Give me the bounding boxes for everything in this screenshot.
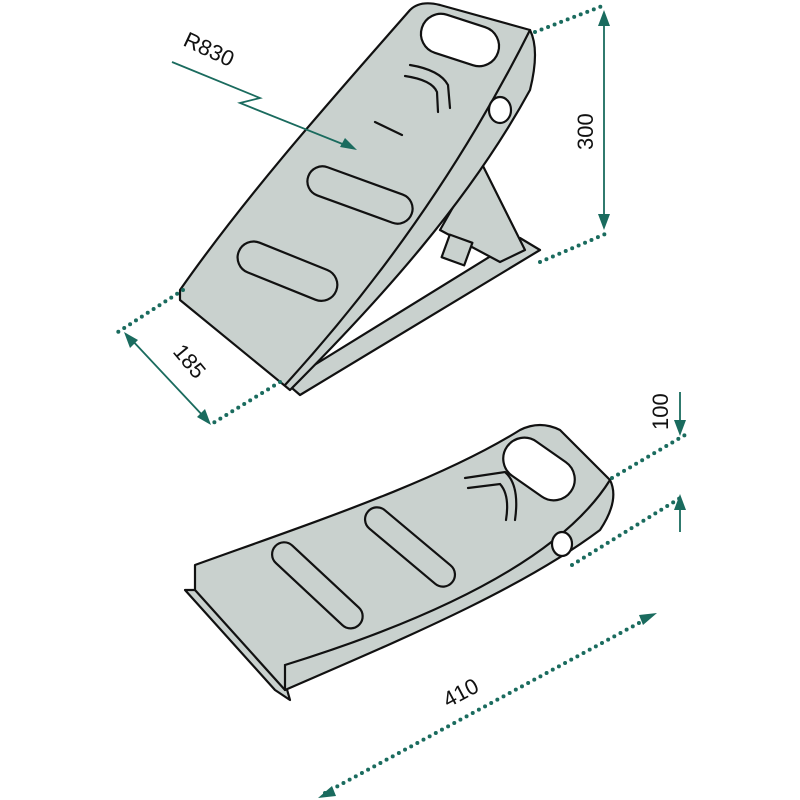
410-arrow-left <box>318 786 336 798</box>
flat-slot-2 <box>363 506 457 588</box>
300-arrow-top <box>598 10 610 26</box>
100-extension-bottom <box>570 493 687 567</box>
flat-pin-hole <box>550 530 574 558</box>
185-arrow-bottom <box>197 409 211 425</box>
bracket-mark <box>403 63 452 114</box>
r830-leader <box>171 61 346 146</box>
r830-label: R830 <box>180 27 238 72</box>
handle-hole <box>419 12 501 68</box>
185-arrow-top <box>124 332 138 348</box>
185-extension-top <box>116 288 185 334</box>
300-extension-bottom <box>538 230 612 264</box>
300-label: 300 <box>573 113 598 150</box>
100-extension-top <box>610 433 687 480</box>
100-label: 100 <box>648 393 673 430</box>
flat-handle-hole <box>502 436 576 502</box>
r830-arrowhead <box>340 138 357 150</box>
dimension-100: 100 <box>570 392 687 567</box>
flat-chock-edge <box>283 478 612 692</box>
flat-slot-1 <box>270 541 364 630</box>
slot-mark <box>373 120 404 137</box>
185-label: 185 <box>168 339 211 383</box>
185-dimension-line <box>129 337 206 419</box>
410-arrow-right <box>639 613 657 625</box>
185-extension-bottom <box>208 380 282 427</box>
100-arrow-bottom <box>674 494 686 510</box>
pin-hole <box>487 95 513 125</box>
dimension-300: 300 <box>533 3 612 264</box>
100-arrow-top <box>674 420 686 436</box>
300-arrow-bottom <box>598 214 610 230</box>
410-dimension-dots <box>323 615 652 795</box>
flat-chock <box>183 423 615 702</box>
slot-lower <box>236 240 339 302</box>
raised-chock <box>178 2 542 397</box>
raised-chock-bracket <box>440 233 474 267</box>
slot-upper <box>306 165 414 225</box>
410-label: 410 <box>439 673 483 712</box>
raised-chock-edge <box>283 28 532 387</box>
300-extension-top <box>533 3 607 34</box>
flat-bracket-mark <box>463 470 518 522</box>
